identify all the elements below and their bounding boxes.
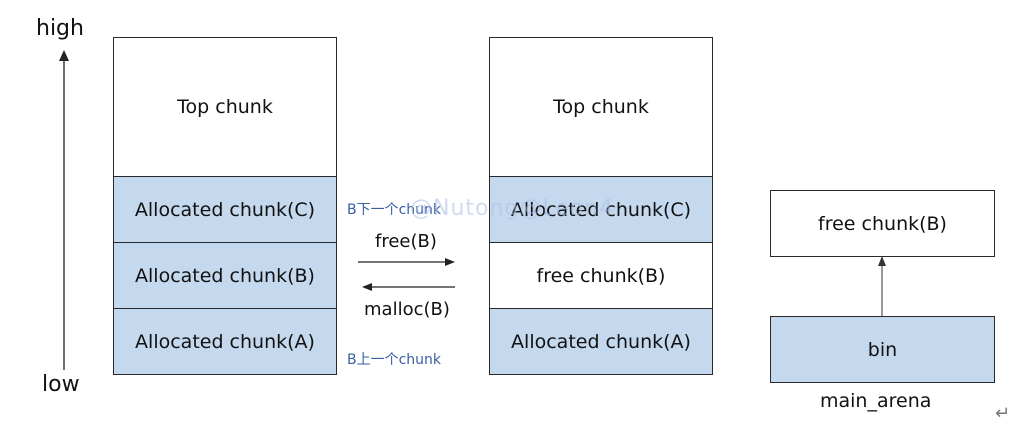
next-chunk-note: B下一个chunk bbox=[347, 202, 442, 218]
bin-arrowhead bbox=[878, 256, 886, 266]
prev-chunk-note: B上一个chunk bbox=[347, 352, 442, 368]
arena-bin: bin bbox=[770, 316, 995, 383]
right-allocated-chunk-c: Allocated chunk(C) bbox=[489, 176, 713, 243]
free-label: free(B) bbox=[375, 231, 437, 252]
malloc-label: malloc(B) bbox=[364, 299, 450, 320]
axis-low-label: low bbox=[42, 372, 80, 397]
arena-free-chunk-b: free chunk(B) bbox=[770, 190, 995, 257]
right-free-chunk-b: free chunk(B) bbox=[489, 242, 713, 309]
return-symbol: ↵ bbox=[995, 403, 1011, 424]
left-allocated-chunk-b: Allocated chunk(B) bbox=[113, 242, 337, 309]
axis-high-label: high bbox=[36, 16, 84, 41]
left-top-chunk: Top chunk bbox=[113, 37, 337, 177]
main-arena-caption: main_arena bbox=[820, 390, 932, 412]
left-allocated-chunk-a: Allocated chunk(A) bbox=[113, 308, 337, 375]
malloc-arrowhead bbox=[362, 283, 372, 291]
axis-arrowhead bbox=[59, 50, 69, 61]
left-allocated-chunk-c: Allocated chunk(C) bbox=[113, 176, 337, 243]
right-top-chunk: Top chunk bbox=[489, 37, 713, 177]
free-arrowhead bbox=[445, 258, 455, 266]
right-allocated-chunk-a: Allocated chunk(A) bbox=[489, 308, 713, 375]
watermark: @Nutong@Leon4 bbox=[410, 196, 615, 221]
